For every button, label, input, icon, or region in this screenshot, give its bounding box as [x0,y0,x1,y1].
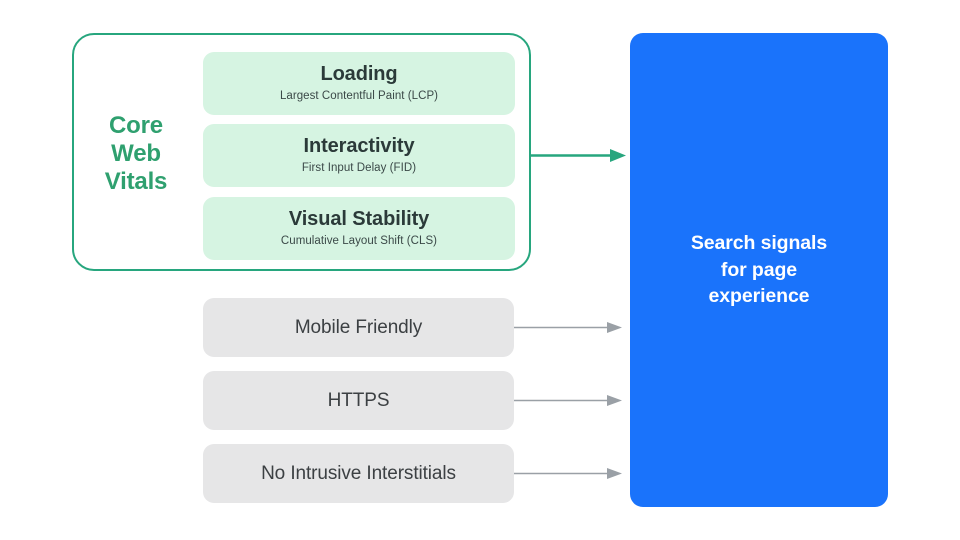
signal-box-https[interactable]: HTTPS [203,371,514,430]
vital-card-interactivity[interactable]: Interactivity First Input Delay (FID) [203,124,515,187]
arrow-mobile-friendly-to-outcome [514,322,622,333]
vital-card-loading[interactable]: Loading Largest Contentful Paint (LCP) [203,52,515,115]
arrow-https-to-outcome [514,395,622,406]
outcome-line-1: Search signals [690,231,828,254]
vital-card-subtitle: First Input Delay (FID) [301,161,417,174]
vital-card-title: Visual Stability [288,208,430,231]
vital-card-subtitle: Largest Contentful Paint (LCP) [279,89,439,102]
signal-box-label: Mobile Friendly [294,316,423,338]
signal-box-label: No Intrusive Interstitials [261,462,456,484]
outcome-line-2: for page [720,258,798,281]
core-web-vitals-label-line-3: Vitals [104,167,168,195]
arrow-core-web-vitals-to-outcome [531,149,626,162]
signal-box-label: HTTPS [327,389,390,411]
signal-box-no-intrusive-interstitials[interactable]: No Intrusive Interstitials [203,444,514,503]
vital-card-title: Interactivity [303,135,415,158]
vital-card-subtitle: Cumulative Layout Shift (CLS) [280,234,438,247]
core-web-vitals-group-label: Core Web Vitals [76,112,196,195]
vital-card-title: Loading [320,63,398,86]
outcome-panel-search-signals: Search signals for page experience [630,33,888,507]
vital-card-visual-stability[interactable]: Visual Stability Cumulative Layout Shift… [203,197,515,260]
outcome-panel-text: Search signals for page experience [691,230,827,311]
core-web-vitals-label-line-1: Core [109,112,163,139]
core-web-vitals-label-line-2: Web [111,139,161,167]
arrow-no-intrusive-interstitials-to-outcome [514,468,622,479]
outcome-line-3: experience [708,285,810,308]
signal-box-mobile-friendly[interactable]: Mobile Friendly [203,298,514,357]
